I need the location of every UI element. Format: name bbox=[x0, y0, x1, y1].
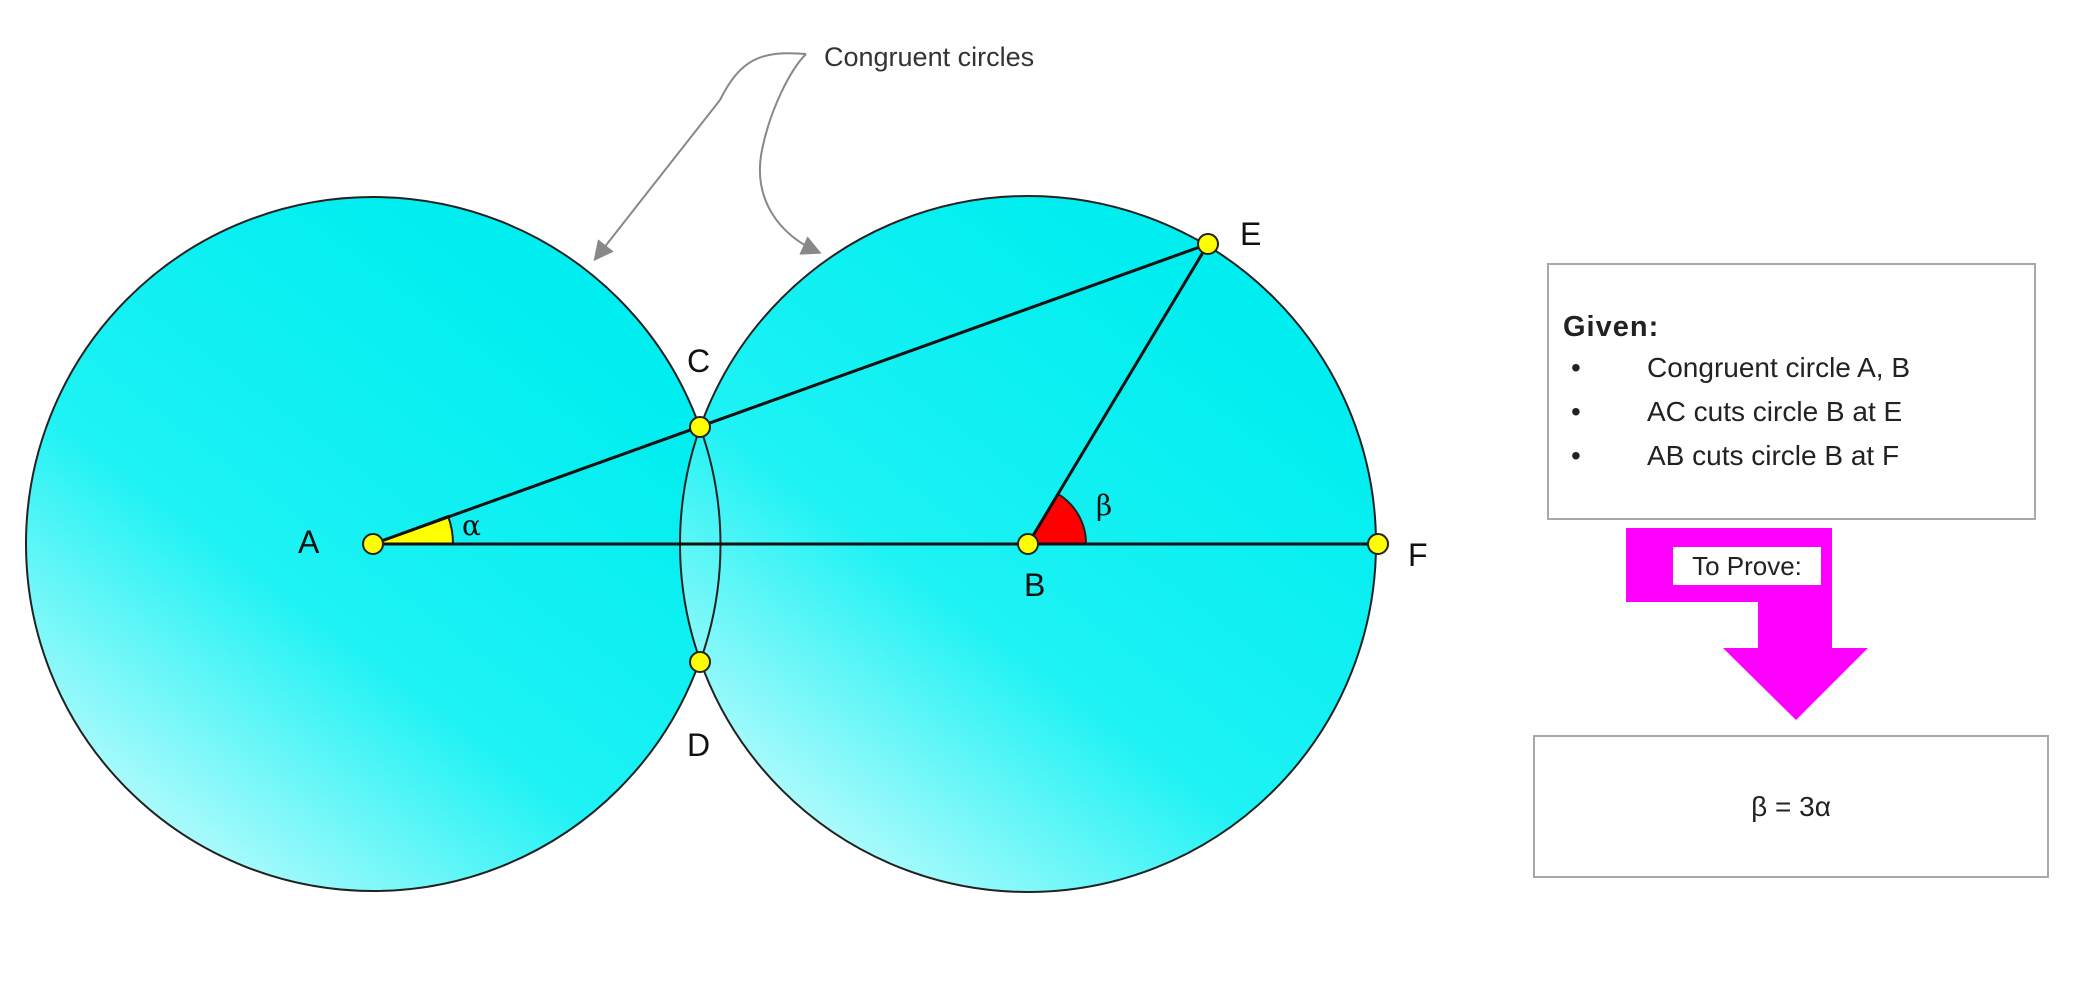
given-item: • Congruent circle A, B bbox=[1563, 346, 2034, 390]
bullet-icon: • bbox=[1571, 352, 1581, 383]
beta-wedge bbox=[1026, 492, 1088, 545]
point-e bbox=[1197, 233, 1219, 255]
given-box: Given: • Congruent circle A, B • AC cuts c… bbox=[1547, 263, 2036, 520]
label-b: B bbox=[1024, 567, 1045, 603]
given-item: • AC cuts circle B at E bbox=[1563, 390, 2034, 434]
given-item-text: AC cuts circle B at E bbox=[1647, 396, 1903, 427]
label-e: E bbox=[1240, 216, 1261, 252]
to-prove-label: To Prove: bbox=[1673, 547, 1821, 585]
point-b bbox=[1017, 533, 1039, 555]
label-c: C bbox=[687, 343, 710, 379]
label-f: F bbox=[1408, 537, 1428, 573]
given-item-text: Congruent circle A, B bbox=[1647, 352, 1911, 383]
label-beta: β bbox=[1096, 489, 1112, 522]
point-c bbox=[689, 416, 711, 438]
callout-label: Congruent circles bbox=[824, 42, 1034, 72]
label-d: D bbox=[687, 727, 710, 763]
result-statement: β = 3α bbox=[1751, 790, 1831, 822]
result-box: β = 3α bbox=[1533, 735, 2049, 878]
label-a: A bbox=[298, 524, 320, 560]
bullet-icon: • bbox=[1571, 396, 1581, 427]
bullet-icon: • bbox=[1571, 440, 1581, 471]
callout-arrow-left bbox=[593, 52, 807, 262]
callout-arrow-right bbox=[759, 53, 822, 255]
point-a bbox=[362, 533, 384, 555]
given-item-text: AB cuts circle B at F bbox=[1647, 440, 1900, 471]
line-be bbox=[1026, 243, 1210, 545]
line-ae bbox=[372, 242, 1209, 546]
given-title: Given: bbox=[1563, 311, 1660, 343]
point-d bbox=[689, 651, 711, 673]
given-item: • AB cuts circle B at F bbox=[1563, 434, 2034, 478]
point-f bbox=[1367, 533, 1389, 555]
label-alpha: α bbox=[462, 509, 481, 542]
